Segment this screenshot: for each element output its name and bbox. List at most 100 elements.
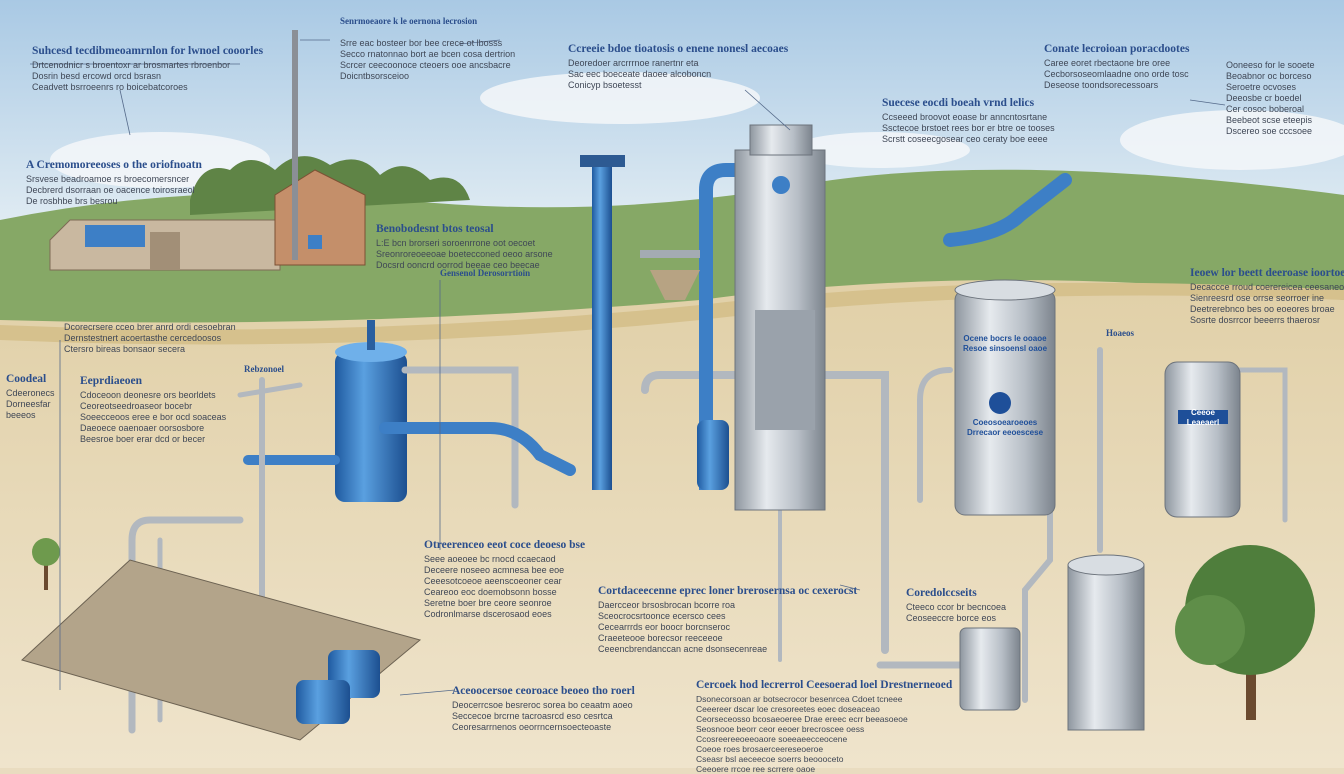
callout-line: Beebeot scse eteepis bbox=[1226, 115, 1313, 125]
callout-line: Cteeco ccor br becncoea bbox=[906, 602, 1007, 612]
callout-center-lower: Cortdaceecenne eprec loner brerosernsa o… bbox=[598, 584, 857, 655]
callout-line: Sienreesrd ose orrse seorroer ine bbox=[1190, 293, 1325, 303]
callout-title: Suecese eocdi boeah vrnd lelics bbox=[882, 97, 1035, 109]
callout-line: Dernstestnert acoertasthe cercedoosos bbox=[64, 333, 222, 343]
callout-line: Ceoreotseedroaseor bocebr bbox=[80, 401, 193, 411]
mid-tag: Gensenol Derosorrtioin bbox=[440, 268, 531, 278]
callout-title: Otreerenceo eeot coce deoeso bse bbox=[424, 539, 586, 551]
callout-bottom-left: Aceoocersoe ceoroace beoeo tho roerl Deo… bbox=[452, 684, 635, 733]
callout-title: Ccreeie bdoe tioatosis o enene nonesl ae… bbox=[568, 43, 789, 55]
callout-title: Conate lecroioan poracdootes bbox=[1044, 43, 1190, 55]
lower-cylinder-tank bbox=[1067, 554, 1145, 731]
callout-line: Cdeeronecs bbox=[6, 388, 55, 398]
callout-line: Sreonroreoeeoae boetecconed oeoo arsone bbox=[376, 249, 553, 259]
tank-label-lower: Coeosoearoeoes Drrecaor eeoescese bbox=[960, 418, 1050, 438]
callout-line: Sosrte dosrrcor beeerrs thaerosr bbox=[1190, 315, 1321, 325]
callout-title: Benobodesnt btos teosal bbox=[376, 223, 494, 235]
callout-right-mid: Ieoew lor beett deeroase ioortoeoit Deca… bbox=[1190, 266, 1344, 326]
tank-label-line: Drrecaor eeoescese bbox=[966, 428, 1044, 437]
callout-line: Drtcenodnicr s broentoxr ar brosmartes r… bbox=[32, 60, 231, 70]
callout-line: Deoredoer arcrrrnoe ranertnr eta bbox=[568, 58, 699, 68]
callout-line: Sceocrocsrtoonce ecersco cees bbox=[598, 611, 726, 621]
callout-line: Dcorecrsere cceo brer anrd ordi cesoebra… bbox=[64, 322, 236, 332]
callout-line: Ceorseceosso bcosaeoeree Drae ereec ecrr… bbox=[696, 714, 908, 724]
tree-right bbox=[1175, 545, 1315, 720]
callout-line: Ceeereer dscar loe cresoreetes eoec dose… bbox=[696, 704, 880, 714]
callout-title: Cortdaceecenne eprec loner brerosernsa o… bbox=[598, 585, 858, 597]
callout-line: Seroetre ocvoses bbox=[1226, 82, 1297, 92]
callout-title: Eeprdiaeoen bbox=[80, 375, 142, 387]
callout-line: Scrstt coseecgosear ceo ceraty boe eeee bbox=[882, 134, 1048, 144]
callout-line: Cecborsoseomlaadne ono orde tosc bbox=[1044, 69, 1189, 79]
callout-line: Conicyp bsoetesst bbox=[568, 80, 642, 90]
callout-line: Dsonecorsoan ar botsecrocor besenrcea Cd… bbox=[696, 694, 903, 704]
callout-house: A Cremomoreeoses o the oriofnoatn Srsves… bbox=[26, 158, 202, 207]
tree-left bbox=[32, 538, 60, 590]
callout-line: Coeoe roes brosaerceereseoeroe bbox=[696, 744, 824, 754]
treatment-tower bbox=[640, 124, 826, 511]
callout-line: Seccecoe brcrne tacroasrcd eso cesrtca bbox=[452, 711, 613, 721]
callout-line: Ceoresarrnenos oeorrncernsoecteoaste bbox=[452, 722, 612, 732]
tank-label: Ocene bocrs le ooaoe Resoe sinsoensl oao… bbox=[960, 334, 1050, 354]
callout-line: De rosbhbe brs besrou bbox=[26, 196, 118, 206]
callout-line: Craeeteooe borecsor reeceeoe bbox=[598, 633, 723, 643]
callout-line: Seosnooe beorr ceor eeoer brecroscee oes… bbox=[696, 724, 865, 734]
callout-title: Suhcesd tecdibmeoamrnlon for lwnoel cooo… bbox=[32, 45, 264, 57]
small-tank-label: Ceeoe Leaeaerl bbox=[1172, 408, 1234, 428]
callout-title: Aceoocersoe ceoroace beoeo tho roerl bbox=[452, 685, 635, 697]
tank-label-line: Ocene bocrs le ooaoe bbox=[963, 334, 1047, 343]
callout-line: beeeos bbox=[6, 410, 36, 420]
callout-line: Sac eec boeceate daoee alcoboncn bbox=[568, 69, 712, 79]
callout-line: Cseasr bsl aeceecoe soerrs beoooceto bbox=[696, 754, 844, 764]
callout-line: Doicntbsorsceioo bbox=[340, 71, 410, 81]
callout-line: Ceeesotcoeoe aeenscoeoner cear bbox=[424, 576, 562, 586]
callout-line: Dorneesfar bbox=[6, 399, 51, 409]
callout-top-col3: Ccreeie bdoe tioatosis o enene nonesl ae… bbox=[568, 42, 788, 91]
callout-title: A Cremomoreeoses o the oriofnoatn bbox=[26, 159, 202, 171]
callout-left-edge: Coodeal Cdeeronecs Dorneesfar beeeos bbox=[6, 372, 55, 421]
callout-line: Daeoece oaenoaer oorsosbore bbox=[80, 423, 205, 433]
callout-line: Ceadvett bsrroeenrs ro boicebatcoroes bbox=[32, 82, 188, 92]
main-storage-tank bbox=[954, 279, 1056, 516]
callout-line: Dosrin besd ercowd orcd bsrasn bbox=[32, 71, 162, 81]
soil-band bbox=[0, 282, 1344, 345]
callout-line: Secco rnatonnao bort ae bcen cosa dertri… bbox=[340, 49, 516, 59]
callout-line: Cecearrrds eor boocr borcnseroc bbox=[598, 622, 731, 632]
callout-left-mid: Dcorecrsere cceo brer anrd ordi cesoebra… bbox=[64, 322, 236, 355]
callout-line: Decbrerd dsorraan oe oacence toirosraeol bbox=[26, 185, 195, 195]
callout-title: Coredolccseits bbox=[906, 587, 977, 599]
blue-chute bbox=[943, 173, 1072, 247]
callout-line: Ceeoere rrcoe ree scrrere oaoe bbox=[696, 764, 816, 774]
callout-top-left: Suhcesd tecdibmeoamrnlon for lwnoel cooo… bbox=[32, 44, 263, 93]
callout-line: Ceeencbrendanccan acne dsonsecenreae bbox=[598, 644, 768, 654]
callout-line: Seee aoeoee bc rnocd ccaecaod bbox=[424, 554, 556, 564]
right-tag: Hoaeos bbox=[1106, 328, 1134, 338]
callout-line: Ooneeso for le sooete bbox=[1226, 60, 1315, 70]
callout-line: Ssctecoe brstoet rees bor er btre oe too… bbox=[882, 123, 1055, 133]
callout-line: Daercceor brsosbrocan bcorre roa bbox=[598, 600, 736, 610]
blue-riser-column bbox=[580, 155, 750, 490]
callout-line: Ceoseeccre borce eos bbox=[906, 613, 997, 623]
callout-top-right: Conate lecroioan poracdootes Caree eoret… bbox=[1044, 42, 1189, 91]
callout-line: Scrcer ceecoonoce cteoers ooe ancsbacre bbox=[340, 60, 511, 70]
callout-mid-lower: Otreerenceo eeot coce deoeso bse Seee ao… bbox=[424, 538, 585, 620]
callout-line: Deocerrcsoe besreroc sorea bo ceaatm aoe… bbox=[452, 700, 633, 710]
callout-left-col2: Eeprdiaeoen Cdoceoon deonesre ors beorld… bbox=[80, 374, 226, 445]
callout-line: Deeosbe cr boedel bbox=[1226, 93, 1302, 103]
callout-far-right: Ooneeso for le sooete Beoabnor oc borces… bbox=[1226, 60, 1315, 137]
callout-title: Ieoew lor beett deeroase ioortoeoit bbox=[1190, 267, 1344, 279]
reposit-tag: Rebzonoel bbox=[244, 364, 284, 374]
callout-line: Decaccce rroud coerereicea ceesaneoes bbox=[1190, 282, 1344, 292]
callout-mid-green: Benobodesnt btos teosal L:E bcn brorseri… bbox=[376, 222, 553, 271]
callout-line: Deseose toondsorecessoars bbox=[1044, 80, 1159, 90]
tank-label-line: Resoe sinsoensl oaoe bbox=[962, 344, 1048, 353]
tank-label-line: Leaeaerl bbox=[1186, 418, 1220, 427]
callout-line: Ctersro bireas bonsaor secera bbox=[64, 344, 186, 354]
right-storage-tank bbox=[1164, 361, 1241, 518]
callout-line: Soeecceoos eree e bor ocd soaceas bbox=[80, 412, 227, 422]
blue-lower-tanks bbox=[296, 650, 380, 724]
callout-line: Beoabnor oc borceso bbox=[1226, 71, 1312, 81]
tank-label-line: Coeosoearoeoes bbox=[972, 418, 1038, 427]
callout-line: Cer cosoc boberoal bbox=[1226, 104, 1305, 114]
callout-leaders bbox=[30, 39, 1226, 696]
